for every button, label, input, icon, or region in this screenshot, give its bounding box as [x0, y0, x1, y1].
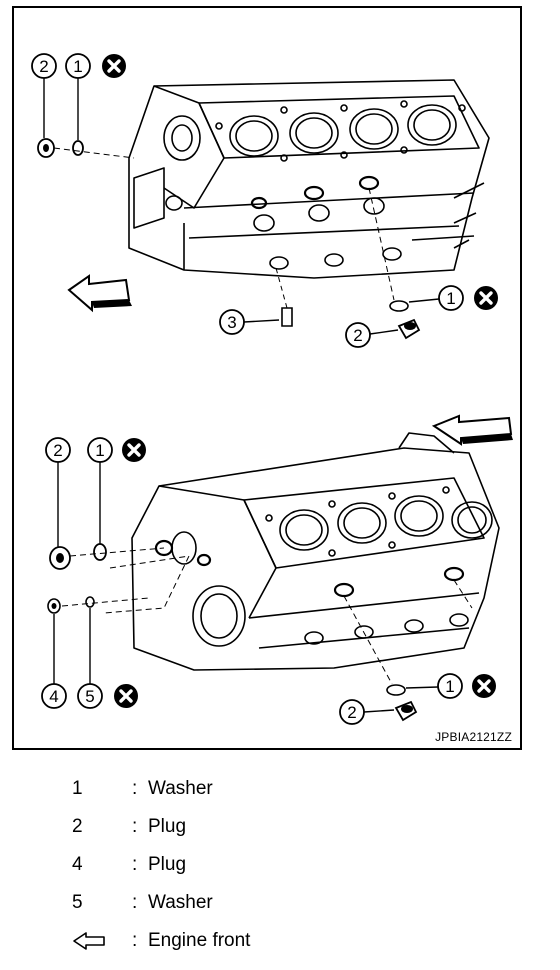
- figure-code: JPBIA2121ZZ: [435, 730, 512, 744]
- legend-item: 1 : Washer: [72, 770, 512, 808]
- callout-plug-upper-right: 2: [345, 322, 371, 348]
- discard-icon: [120, 436, 148, 464]
- legend-label: Plug: [148, 854, 187, 875]
- discard-icon: [100, 52, 128, 80]
- svg-text:1: 1: [95, 441, 104, 460]
- legend-separator: :: [132, 778, 138, 799]
- discard-icon: [470, 672, 498, 700]
- svg-text:1: 1: [446, 289, 455, 308]
- svg-text:2: 2: [347, 703, 356, 722]
- callout-washer-lower-right: 1: [437, 673, 463, 699]
- legend-label: Engine front: [148, 930, 251, 951]
- callout-plug-upper-left: 2: [31, 53, 57, 79]
- callout-plug-lower-left: 2: [45, 437, 71, 463]
- legend-item: 4 : Plug: [72, 846, 512, 884]
- callout-plug-lower-right: 2: [339, 699, 365, 725]
- callout-washer-upper-right: 1: [438, 285, 464, 311]
- legend-separator: :: [132, 930, 138, 951]
- lower-engine-block: [131, 432, 500, 671]
- lower-right-callouts: 1 2: [339, 579, 498, 725]
- upper-right-callouts: 1 2: [345, 187, 500, 348]
- callout-bolt: 3: [219, 267, 293, 335]
- legend-item: 5 : Washer: [72, 884, 512, 922]
- legend-item-engine-front: : Engine front: [72, 922, 512, 960]
- legend-number: 1: [72, 778, 83, 799]
- hollow-arrow-left-icon: [72, 931, 132, 951]
- parts-legend: 1 : Washer 2 : Plug 4 : Plug 5 : Washer …: [72, 770, 512, 960]
- legend-separator: :: [132, 854, 138, 875]
- legend-separator: :: [132, 892, 138, 913]
- svg-text:4: 4: [49, 687, 58, 706]
- upper-left-callouts: 2 1: [31, 52, 135, 159]
- legend-separator: :: [132, 816, 138, 837]
- legend-label: Plug: [148, 816, 187, 837]
- svg-text:2: 2: [39, 57, 48, 76]
- svg-text:2: 2: [53, 441, 62, 460]
- discard-icon: [112, 682, 140, 710]
- legend-label: Washer: [148, 778, 213, 799]
- engine-block-illustration: 2 1 3: [31, 52, 513, 725]
- washer-part: [72, 140, 84, 156]
- engine-front-arrow-upper: [67, 274, 131, 313]
- legend-number: 2: [72, 816, 83, 837]
- illustration-frame: 2 1 3: [12, 6, 522, 750]
- svg-text:1: 1: [73, 57, 82, 76]
- callout-washer-small: 5: [77, 683, 103, 709]
- svg-text:2: 2: [353, 326, 362, 345]
- svg-text:5: 5: [85, 687, 94, 706]
- discard-icon: [472, 284, 500, 312]
- callout-plug-small: 4: [41, 683, 67, 709]
- lower-left-callouts: 2 1 4: [41, 436, 190, 710]
- legend-item: 2 : Plug: [72, 808, 512, 846]
- legend-number: 4: [72, 854, 83, 875]
- engine-front-arrow-lower: [431, 414, 513, 446]
- callout-washer-lower-left: 1: [87, 437, 113, 463]
- legend-number: 5: [72, 892, 83, 913]
- callout-washer-upper-left: 1: [65, 53, 91, 79]
- upper-engine-block: [128, 79, 490, 279]
- svg-text:1: 1: [445, 677, 454, 696]
- svg-text:3: 3: [227, 313, 236, 332]
- legend-label: Washer: [148, 892, 213, 913]
